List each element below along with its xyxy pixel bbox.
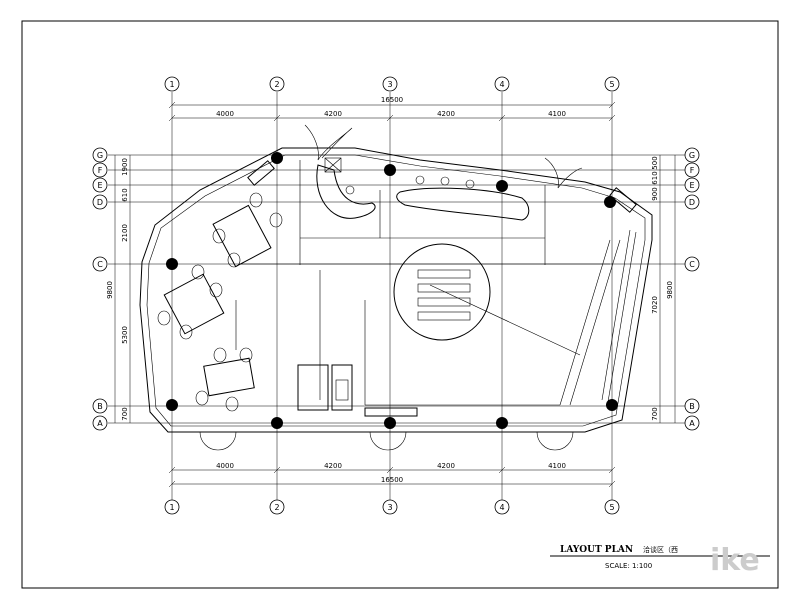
left-dimension-4: 5300 [121, 326, 129, 344]
row-label-b-left: B [97, 402, 103, 411]
corner-display [247, 160, 275, 186]
structural-column [604, 196, 616, 208]
column-bubbles-top [164, 76, 620, 92]
drawing-title: LAYOUT PLAN [560, 545, 633, 555]
bottom-dimension-chain [168, 466, 616, 488]
outer-wall [139, 147, 653, 433]
structural-columns [166, 152, 618, 429]
bottom-dimension-1: 4000 [216, 462, 234, 470]
negotiation-table-set [157, 264, 225, 340]
row-label-c-left: C [97, 260, 103, 269]
corner-display [609, 187, 637, 213]
service-counter-inner [335, 379, 349, 401]
drawing-subtitle: 洽谈区（西 [643, 545, 678, 554]
row-bubbles-right [684, 147, 700, 431]
structural-column [166, 258, 178, 270]
glass-partition [601, 229, 637, 403]
row-label-f-right: F [690, 166, 695, 175]
round-reception-desk [393, 243, 491, 341]
right-dimension-3: 900 [651, 187, 659, 200]
bottom-dimension-2: 4200 [324, 462, 342, 470]
right-dimension-5: 700 [651, 407, 659, 420]
right-dimension-1: 500 [651, 156, 659, 169]
negotiation-table-set [195, 347, 255, 412]
row-label-g-left: G [97, 151, 103, 160]
column-label-5-bottom: 5 [609, 503, 614, 512]
row-label-a-right: A [689, 419, 695, 428]
bottom-dimension-4: 4100 [548, 462, 566, 470]
row-label-a-left: A [97, 419, 103, 428]
right-dimension-4: 7020 [651, 296, 659, 314]
row-label-g-right: G [689, 151, 695, 160]
right-dimension-2: 610 [651, 171, 659, 184]
left-dimension-3: 2100 [121, 224, 129, 242]
top-dimension-3: 4200 [437, 110, 455, 118]
top-dimension-4: 4100 [548, 110, 566, 118]
curved-display-counter [316, 164, 376, 219]
service-counter [297, 364, 329, 411]
top-dimension-1: 4000 [216, 110, 234, 118]
row-label-b-right: B [689, 402, 695, 411]
column-bubbles-bottom [164, 499, 620, 515]
bottom-total-dimension: 16500 [381, 476, 403, 484]
column-label-3-bottom: 3 [387, 503, 392, 512]
display-stools [345, 175, 475, 195]
structural-column [496, 180, 508, 192]
entrance-doors [199, 431, 574, 451]
row-label-d-left: D [97, 198, 103, 207]
column-label-1-top: 1 [169, 80, 174, 89]
row-label-d-right: D [689, 198, 695, 207]
inner-wall [146, 154, 646, 427]
structural-column [271, 417, 283, 429]
left-dimension-chain [114, 155, 131, 423]
structural-column [166, 399, 178, 411]
bottom-dimension-3: 4200 [437, 462, 455, 470]
service-counter [331, 364, 353, 411]
row-bubbles-left [92, 147, 108, 431]
curved-display-counter [396, 187, 530, 221]
drawing-scale: SCALE: 1:100 [605, 562, 652, 570]
structural-column [384, 417, 396, 429]
column-label-5-top: 5 [609, 80, 614, 89]
top-dimension-2: 4200 [324, 110, 342, 118]
display-pedestal [324, 157, 342, 173]
drawing-border [21, 20, 779, 589]
left-total-dimension: 9800 [106, 281, 114, 299]
grid-lines [108, 92, 692, 500]
column-label-4-bottom: 4 [499, 503, 504, 512]
left-dimension-5: 700 [121, 407, 129, 420]
left-dimension-2: 1900 [121, 158, 129, 176]
row-label-e-left: E [97, 181, 102, 190]
row-label-f-left: F [98, 166, 103, 175]
top-dimension-chain [168, 101, 616, 122]
row-label-e-right: E [689, 181, 694, 190]
left-dimension-1: 610 [121, 188, 129, 201]
entrance-mat [364, 407, 418, 417]
column-label-2-top: 2 [274, 80, 279, 89]
interior-lines [235, 160, 621, 406]
right-dimension-chain [659, 155, 676, 423]
column-label-3-top: 3 [387, 80, 392, 89]
top-total-dimension: 16500 [381, 96, 403, 104]
structural-column [271, 152, 283, 164]
structural-column [384, 164, 396, 176]
watermark: ike [710, 543, 760, 578]
column-label-1-bottom: 1 [169, 503, 174, 512]
structural-column [496, 417, 508, 429]
plant-decor [544, 157, 583, 189]
plant-decor [304, 124, 353, 161]
structural-column [606, 399, 618, 411]
negotiation-table-set [212, 192, 283, 268]
row-label-c-right: C [689, 260, 695, 269]
right-total-dimension: 9800 [666, 281, 674, 299]
column-label-2-bottom: 2 [274, 503, 279, 512]
column-label-4-top: 4 [499, 80, 504, 89]
